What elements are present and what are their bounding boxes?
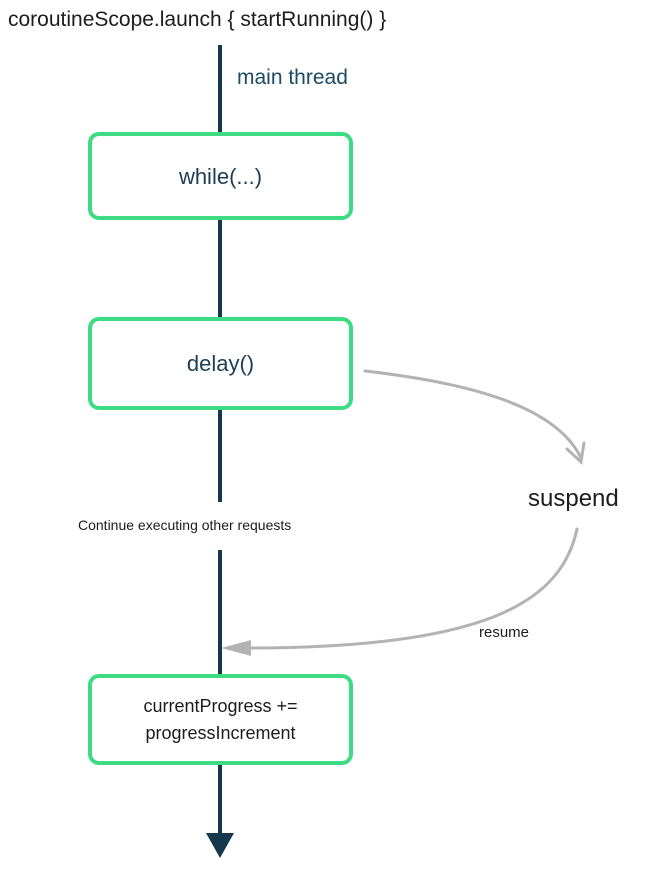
- launch-code-label: coroutineScope.launch { startRunning() }: [8, 8, 387, 31]
- resume-curve-arrowhead: [221, 640, 251, 656]
- current-progress-box-label: currentProgress += progressIncrement: [143, 695, 298, 743]
- current-progress-box: currentProgress += progressIncrement: [88, 674, 353, 765]
- delay-box: delay(): [88, 317, 353, 410]
- delay-box-label: delay(): [186, 351, 255, 376]
- while-box-label: while(...): [178, 163, 263, 189]
- continue-executing-note: Continue executing other requests: [78, 517, 292, 533]
- main-thread-arrowhead: [206, 833, 234, 858]
- suspend-curve-arrowhead: [565, 441, 586, 466]
- suspend-label: suspend: [528, 485, 619, 512]
- suspend-curve: [363, 369, 583, 460]
- while-box: while(...): [88, 132, 353, 220]
- resume-label: resume: [479, 624, 530, 641]
- resume-curve: [247, 527, 579, 650]
- main-thread-label: main thread: [237, 66, 348, 89]
